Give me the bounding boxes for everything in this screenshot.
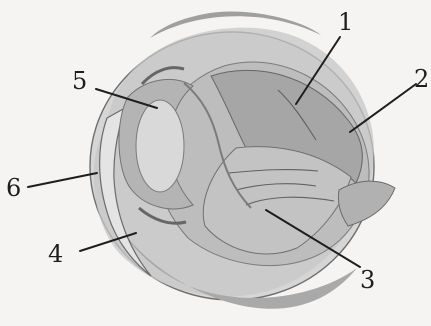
label-2: 2 xyxy=(414,67,429,91)
label-6: 6 xyxy=(6,176,21,200)
label-5: 5 xyxy=(72,69,87,93)
leader-6 xyxy=(28,173,97,187)
label-3: 3 xyxy=(360,268,375,292)
label-4: 4 xyxy=(48,242,63,266)
label-1: 1 xyxy=(338,10,353,34)
lens xyxy=(136,100,184,192)
optic-nerve xyxy=(338,181,395,226)
